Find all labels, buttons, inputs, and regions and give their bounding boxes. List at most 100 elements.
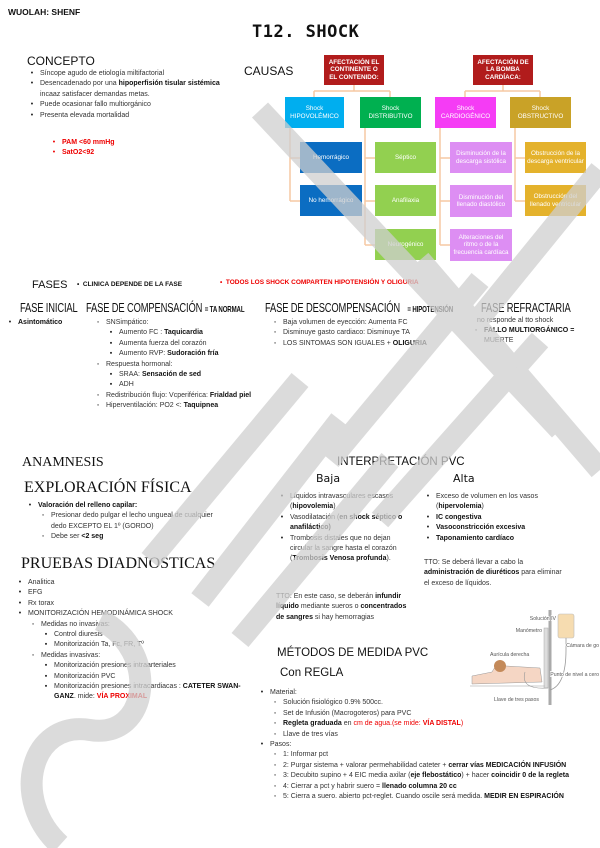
- fases-note-red-text: TODOS LOS SHOCK COMPARTEN HIPOTENSIÓN Y …: [225, 279, 419, 286]
- criteria-list: •PAM <60 mmHg•SatO2<92: [50, 138, 170, 159]
- text-segment: coincidir 0 de la regleta: [491, 772, 569, 780]
- text-segment: Debe ser: [51, 533, 82, 541]
- text-segment: ): [333, 503, 336, 511]
- fase-refractaria-title: FASE REFRACTARIA: [481, 300, 571, 315]
- list-item: •Valoración del relleno capilar:: [26, 501, 216, 511]
- text-segment: incaaz satisfacer demandas metas.: [40, 90, 150, 98]
- fase-compensacion-title: FASE DE COMPENSACIÓN = TA NORMAL: [86, 300, 245, 315]
- text-segment: Llave de tres vías: [283, 730, 338, 738]
- text-segment: hipervolemia: [438, 503, 482, 511]
- text-segment: OLIGURIA: [392, 339, 427, 347]
- list-item: ◦Medidas no invasivas:: [16, 620, 246, 630]
- pruebas-list: •Analitica•EFG•Rx torax•MONITORIZACIÓN H…: [16, 578, 246, 703]
- text-segment: Vasoconstricción excesiva: [436, 524, 526, 532]
- list-item: ◦2: Purgar sistema + valorar permehabili…: [258, 761, 598, 771]
- list-item: ◦Debe ser <2 seg: [26, 532, 216, 542]
- list-item: ◦Regleta graduada en cm de agua.(se mide…: [258, 719, 598, 729]
- list-item: • Vasoconstricción excesiva: [424, 523, 574, 533]
- bullet-icon: ▪: [44, 641, 48, 649]
- text-segment: ): [460, 720, 464, 728]
- text-segment: MUERTE: [484, 337, 514, 345]
- list-item: ▪Monitorización presiones intracardiacas…: [16, 682, 246, 703]
- text-segment: 4: Cierrar a pct y habrir suero =: [283, 782, 383, 790]
- bullet-icon: •: [426, 493, 430, 500]
- text-segment: Presenta elevada mortalidad: [40, 111, 130, 119]
- list-item: ◦ Llave de tres vías: [258, 730, 598, 740]
- concepto-heading: CONCEPTO: [27, 54, 95, 68]
- list-item: ▪Control diuresis: [16, 630, 246, 640]
- list-item: ◦SNSimpático:: [94, 318, 264, 328]
- pvc-alta-title: Alta: [453, 472, 475, 485]
- text-segment: Monitorización presiones intracardiacas …: [54, 683, 183, 691]
- text-segment: TTO: Se deberá llevar a cabo la: [424, 559, 524, 566]
- text-segment: Trombosis Venosa profunda: [292, 555, 387, 563]
- bullet-icon: ◦: [273, 329, 277, 337]
- bullet-icon: ◦: [273, 339, 277, 347]
- anamnesis-heading: ANAMNESIS: [22, 455, 104, 470]
- list-item: •Analitica: [16, 578, 246, 588]
- bullet-icon: •: [260, 689, 264, 696]
- text-segment: hipoperfisión tisular sistémica: [118, 80, 220, 88]
- pvc-alta-tto: TTO: Se deberá llevar a cabo la administ…: [424, 558, 564, 589]
- list-item: ◦1: Informar pct: [258, 750, 598, 760]
- list-item: •Puede ocasionar fallo multiorgánico: [28, 100, 228, 110]
- bullet-icon: ◦: [273, 319, 277, 326]
- text-segment: PAM <60 mmHg: [62, 139, 115, 146]
- bullet-icon: •: [260, 741, 264, 749]
- list-item: ▪ Monitorización Ta, Fc, FR, Tº: [16, 640, 246, 650]
- list-item: ▪ ADH: [94, 380, 264, 390]
- text-segment: Aumenta fuerza del corazón: [119, 339, 207, 347]
- fases-note: • CLINICA DEPENDE DE LA FASE: [77, 281, 183, 288]
- list-item: •Material:: [258, 688, 598, 698]
- bullet-icon: ◦: [273, 699, 277, 707]
- list-item: ◦LOS SINTOMAS SON IGUALES + OLIGURIA: [271, 339, 471, 349]
- bullet-icon: •: [426, 524, 430, 532]
- bullet-icon: •: [30, 111, 34, 119]
- fase-compensacion-list: ◦SNSimpático:▪Aumento FC : Taquicardia▪A…: [94, 318, 264, 412]
- list-item: •MONITORIZACIÓN HEMODINÁMICA SHOCK: [16, 609, 246, 619]
- bullet-icon: •: [8, 319, 12, 326]
- list-item: ▪Aumento FC : Taquicardia: [94, 328, 264, 338]
- pvc-baja-title: Baja: [316, 472, 341, 485]
- bullet-icon: ◦: [273, 730, 277, 738]
- cause-box: Alteraciones del ritmo o de la frecuenci…: [450, 229, 512, 261]
- text-segment: Control diuresis: [54, 631, 103, 639]
- list-item: •Vasodilatación (en shock séptico o anaf…: [278, 513, 408, 534]
- text-segment: Sudoración fría: [167, 350, 219, 358]
- type-box-obstructivo: Shock OBSTRUCTIVO: [510, 97, 571, 128]
- fase-inicial-list: •Asintomático: [6, 318, 76, 328]
- text-segment: ).: [386, 555, 391, 563]
- list-item: ◦5: Cierra a suero. abierto pct-reglet. …: [258, 792, 598, 802]
- list-item: ◦Hiperventilación: PO2 <: Taquipnea: [94, 401, 264, 411]
- text-segment: MONITORIZACIÓN HEMODINÁMICA SHOCK: [28, 610, 173, 618]
- list-item: •Desencadenado por una hipoperfisión tis…: [28, 79, 228, 100]
- pvc-alta-list: •Exceso de volumen en los vasos (hipervo…: [424, 492, 574, 544]
- text-segment: Set de Infusión (Macrogoteros) para PVC: [283, 709, 412, 717]
- text-segment: Sensación de sed: [141, 371, 202, 379]
- list-item: •Taponamiento cardíaco: [424, 534, 574, 544]
- label-camara: Cámara de go: [566, 643, 599, 649]
- list-item: ▪Aumenta fuerza del corazón: [94, 339, 264, 349]
- exploracion-list: •Valoración del relleno capilar:◦Presion…: [26, 501, 216, 543]
- cause-box: Disminución de la descarga sistólica: [450, 142, 512, 173]
- list-item: •Líquidos intravasculares escasos (hipov…: [278, 492, 408, 513]
- pvc-baja-tto: TTO: En este caso, se deberán infundir l…: [276, 592, 416, 623]
- text-segment: SatO2<92: [62, 149, 95, 157]
- text-segment: Analitica: [28, 579, 55, 586]
- bullet-icon: ▪: [44, 672, 48, 680]
- text-segment: llenado columna 20 cc: [382, 782, 457, 790]
- pvc-heading: INTERPRETACIÓN PVC: [337, 456, 465, 468]
- bullet-icon: •: [426, 513, 430, 521]
- text-segment: Monitorización Ta, Fc, FR, Tº: [54, 641, 144, 649]
- text-segment: VÍA PROXIMAL: [96, 693, 148, 701]
- text-segment: eje flebostático: [410, 772, 462, 780]
- text-segment: si hay hemorragias: [312, 613, 375, 621]
- text-segment: TTO: En este caso, se deberán: [276, 593, 376, 600]
- fase-inicial-title: FASE INICIAL: [20, 300, 78, 315]
- cause-box: Hemorrágico: [300, 142, 362, 173]
- bullet-icon: •: [18, 599, 22, 607]
- text-segment: Respuesta hormonal:: [106, 360, 173, 368]
- bullet-icon: ◦: [41, 512, 45, 520]
- text-segment: Hiperventilación: PO2 <:: [106, 402, 184, 410]
- list-item: •Exceso de volumen en los vasos (hipervo…: [424, 492, 574, 513]
